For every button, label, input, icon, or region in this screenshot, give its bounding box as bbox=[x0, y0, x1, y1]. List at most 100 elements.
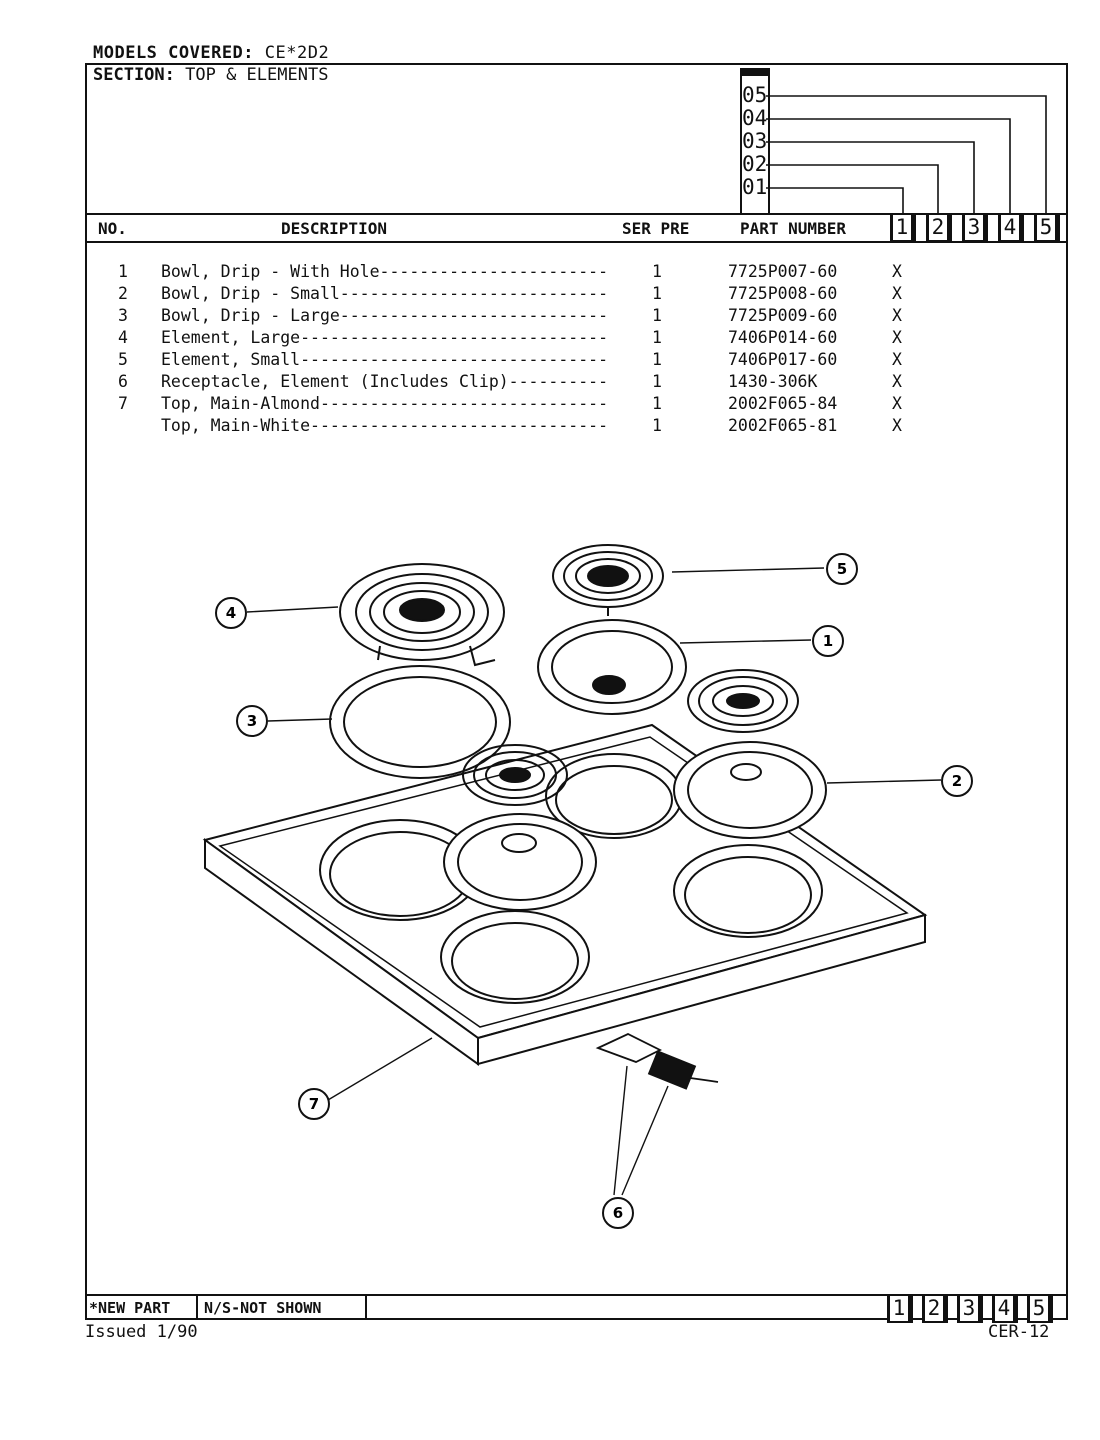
element-small-right bbox=[687, 669, 799, 733]
part-qty: 1 bbox=[652, 306, 662, 325]
element-small-top bbox=[552, 544, 664, 616]
part-no: 2 bbox=[118, 284, 128, 303]
col-description: DESCRIPTION bbox=[281, 219, 387, 238]
serial-tree-lines bbox=[766, 95, 1047, 216]
serial-code-05: 05 bbox=[742, 83, 768, 107]
legend-new-part: *NEW PART bbox=[89, 1299, 171, 1317]
part-no: 6 bbox=[118, 372, 128, 391]
part-description: Bowl, Drip - Large----------------------… bbox=[161, 306, 609, 325]
callout-3: 3 bbox=[236, 705, 268, 737]
svg-text:4: 4 bbox=[226, 604, 236, 622]
drip-bowl-with-hole bbox=[537, 619, 687, 715]
part-qty: 1 bbox=[652, 372, 662, 391]
part-no: 7 bbox=[118, 394, 128, 413]
page-frame bbox=[85, 63, 1068, 1320]
col-no: NO. bbox=[98, 219, 127, 238]
callout-5: 5 bbox=[826, 553, 858, 585]
part-mark: X bbox=[892, 306, 902, 325]
part-mark: X bbox=[892, 394, 902, 413]
models-label: MODELS COVERED: bbox=[93, 43, 255, 63]
footer-legend: *NEW PART N/S-NOT SHOWN bbox=[85, 1294, 1068, 1320]
serial-code-box bbox=[740, 68, 770, 213]
part-description: Top, Main-White-------------------------… bbox=[161, 416, 609, 435]
part-qty: 1 bbox=[652, 328, 662, 347]
svg-text:7: 7 bbox=[309, 1095, 319, 1113]
part-number: 7406P014-60 bbox=[728, 328, 838, 347]
legend-not-shown: N/S-NOT SHOWN bbox=[204, 1299, 322, 1317]
footer-num-2: 2 bbox=[922, 1295, 948, 1323]
serial-code-01: 01 bbox=[742, 175, 768, 199]
part-description: Receptacle, Element (Includes Clip)-----… bbox=[161, 372, 609, 391]
part-mark: X bbox=[892, 372, 902, 391]
part-description: Element, Small--------------------------… bbox=[161, 350, 609, 369]
col-ser-pre: SER PRE bbox=[622, 219, 690, 238]
col-num-3: 3 bbox=[962, 214, 988, 242]
part-number: 7406P017-60 bbox=[728, 350, 838, 369]
page-code: CER-12 bbox=[988, 1322, 1050, 1342]
section-value: TOP & ELEMENTS bbox=[185, 65, 329, 85]
part-number: 7725P009-60 bbox=[728, 306, 838, 325]
part-qty: 1 bbox=[652, 284, 662, 303]
issued-date: Issued 1/90 bbox=[85, 1322, 198, 1342]
part-no: 5 bbox=[118, 350, 128, 369]
col-num-1: 1 bbox=[890, 214, 916, 242]
leader-lines bbox=[246, 567, 942, 1196]
legend-divider bbox=[196, 1296, 198, 1320]
serial-code-04: 04 bbox=[742, 106, 768, 130]
col-num-2: 2 bbox=[926, 214, 952, 242]
models-value: CE*2D2 bbox=[264, 43, 330, 63]
col-num-5: 5 bbox=[1034, 214, 1060, 242]
footer-num-1: 1 bbox=[887, 1295, 913, 1323]
part-description: Top, Main-Almond------------------------… bbox=[161, 394, 609, 413]
part-qty: 1 bbox=[652, 262, 662, 281]
part-no: 3 bbox=[118, 306, 128, 325]
part-mark: X bbox=[892, 350, 902, 369]
part-number: 7725P008-60 bbox=[728, 284, 838, 303]
part-description: Bowl, Drip - With Hole------------------… bbox=[161, 262, 609, 281]
cooktop-openings bbox=[319, 753, 823, 1004]
part-qty: 1 bbox=[652, 394, 662, 413]
receptacle-and-clip bbox=[595, 1033, 719, 1090]
col-part-number: PART NUMBER bbox=[740, 219, 846, 238]
footer-num-5: 5 bbox=[1027, 1295, 1053, 1323]
svg-text:1: 1 bbox=[823, 632, 833, 650]
callout-4: 4 bbox=[215, 597, 247, 629]
element-small-center bbox=[462, 744, 568, 806]
part-qty: 1 bbox=[652, 416, 662, 435]
legend-divider bbox=[365, 1296, 367, 1320]
part-number: 1430-306K bbox=[728, 372, 818, 391]
callout-7: 7 bbox=[298, 1088, 330, 1120]
drip-bowl-large bbox=[329, 665, 511, 779]
svg-text:5: 5 bbox=[837, 560, 847, 578]
section-title: SECTION: TOP & ELEMENTS bbox=[93, 65, 328, 85]
drip-bowl-small bbox=[673, 741, 827, 839]
part-mark: X bbox=[892, 416, 902, 435]
serial-code-02: 02 bbox=[742, 152, 768, 176]
column-header: NO. DESCRIPTION SER PRE PART NUMBER bbox=[85, 213, 1068, 243]
col-num-4: 4 bbox=[998, 214, 1024, 242]
serial-code-03: 03 bbox=[742, 129, 768, 153]
callout-2: 2 bbox=[941, 765, 973, 797]
callout-6: 6 bbox=[602, 1197, 634, 1229]
part-no: 4 bbox=[118, 328, 128, 347]
part-mark: X bbox=[892, 262, 902, 281]
section-label: SECTION: bbox=[93, 65, 175, 85]
part-number: 2002F065-81 bbox=[728, 416, 838, 435]
part-mark: X bbox=[892, 328, 902, 347]
models-covered: MODELS COVERED: CE*2D2 bbox=[93, 43, 329, 63]
footer-num-3: 3 bbox=[957, 1295, 983, 1323]
part-mark: X bbox=[892, 284, 902, 303]
part-number: 2002F065-84 bbox=[728, 394, 838, 413]
svg-text:6: 6 bbox=[613, 1204, 623, 1222]
element-large bbox=[339, 563, 505, 667]
callout-1: 1 bbox=[812, 625, 844, 657]
footer-num-4: 4 bbox=[992, 1295, 1018, 1323]
part-number: 7725P007-60 bbox=[728, 262, 838, 281]
part-description: Bowl, Drip - Small----------------------… bbox=[161, 284, 609, 303]
svg-text:2: 2 bbox=[952, 772, 962, 790]
part-no: 1 bbox=[118, 262, 128, 281]
part-description: Element, Large--------------------------… bbox=[161, 328, 609, 347]
part-qty: 1 bbox=[652, 350, 662, 369]
drip-bowl-small-seated bbox=[443, 813, 597, 911]
